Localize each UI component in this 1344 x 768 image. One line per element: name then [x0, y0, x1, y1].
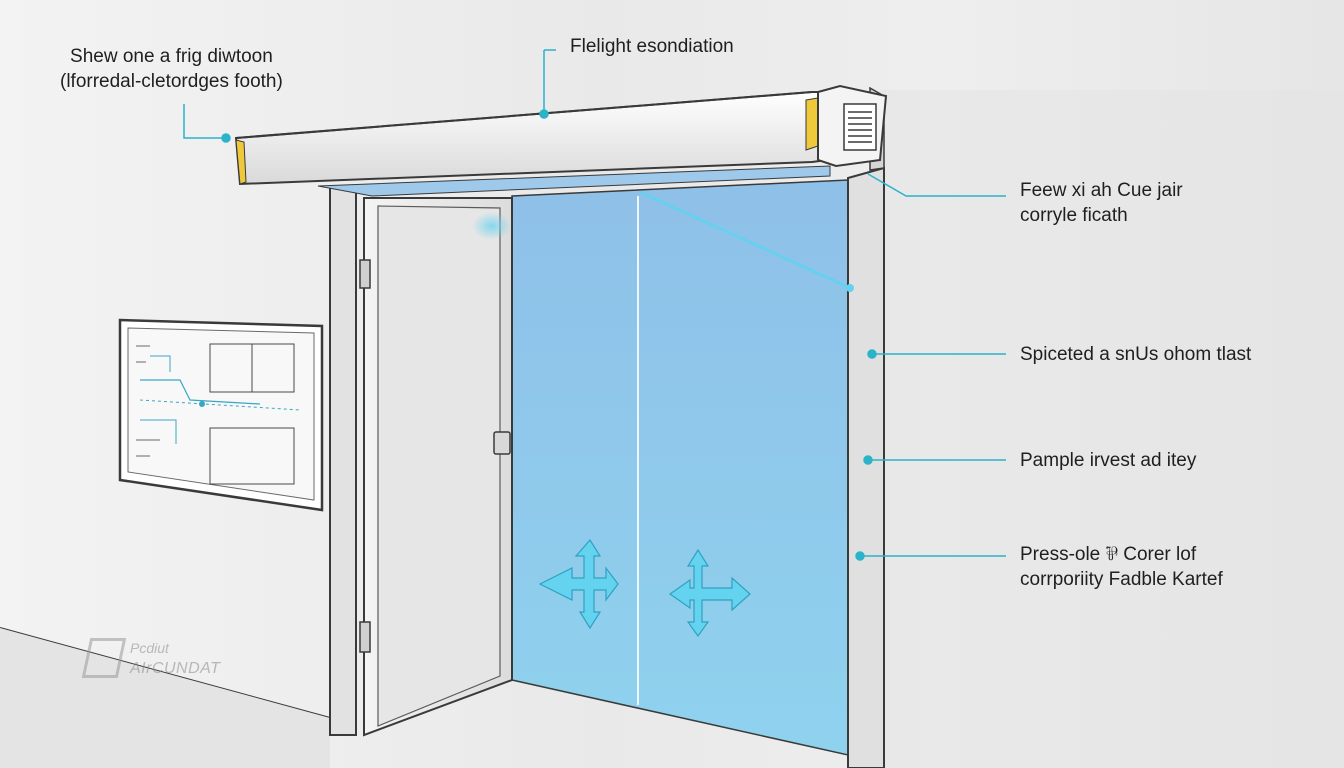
- left-frame: [329, 187, 357, 736]
- airflow-beam: [639, 190, 851, 290]
- door-hinge-bottom: [359, 621, 371, 653]
- callout-text: Shew one a frig diwtoon: [70, 46, 273, 67]
- airflow-arrow-icon: [538, 538, 619, 630]
- callout-text: Spiceted a snUs ohom tlast: [1020, 344, 1252, 365]
- unit-nozzle: [317, 165, 831, 197]
- wall-schematic-board: [118, 318, 324, 512]
- callout-text: corrporiity Fadble Kartef: [1020, 569, 1223, 590]
- callout-leaders: [183, 49, 1006, 561]
- airflow-arrow-icon: [668, 548, 751, 638]
- callout-text: Feew xi ah Cue jair: [1020, 180, 1183, 201]
- door-handle: [493, 431, 511, 455]
- callout-right-4: Press-ole ⅌ Corer lof corrporiity Fadble…: [1020, 542, 1223, 592]
- watermark-text: Pcdiut: [130, 640, 169, 656]
- callout-right-1: Feew xi ah Cue jair corryle ficath: [1020, 178, 1183, 228]
- floor: [0, 628, 330, 768]
- callout-text: corryle ficath: [1020, 205, 1128, 226]
- door-hinge-top: [359, 259, 371, 289]
- callout-text: Flelight esondiation: [570, 36, 734, 57]
- air-curtain-flow: [511, 179, 849, 756]
- callout-text: Press-ole ⅌ Corer lof: [1020, 544, 1197, 565]
- callout-top-center: Flelight esondiation: [570, 34, 734, 59]
- callout-top-left: Shew one a frig diwtoon (lforredal-cleto…: [60, 44, 283, 94]
- callout-text: Pample irvest ad itey: [1020, 450, 1197, 471]
- watermark-logo: Pcdiut AIrCUNDAT: [81, 636, 236, 684]
- unit-end-cap: [235, 139, 247, 185]
- watermark-text: AIrCUNDAT: [130, 660, 221, 677]
- vent-grille-icon: [843, 103, 877, 151]
- callout-text: (lforredal-cletordges footh): [60, 71, 283, 92]
- callout-right-3: Pample irvest ad itey: [1020, 448, 1196, 473]
- callout-right-2: Spiceted a snUs ohom tlast: [1020, 342, 1251, 367]
- right-frame: [847, 166, 885, 768]
- logo-mark-icon: [81, 638, 127, 678]
